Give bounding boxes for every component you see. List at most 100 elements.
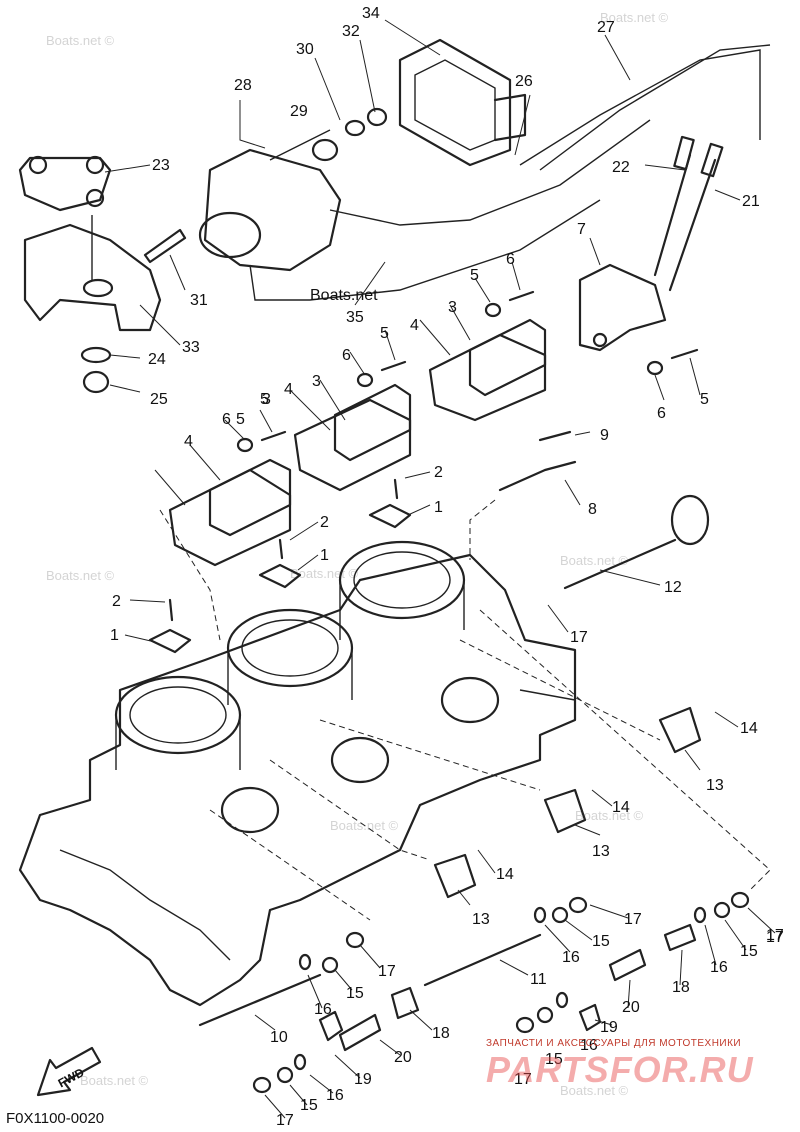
- callout-number: 2: [112, 593, 121, 610]
- callout-number: 6: [342, 347, 351, 364]
- callout-number: 11: [530, 971, 547, 988]
- callout-number: 3: [262, 391, 271, 408]
- callout-number: 31: [190, 292, 208, 309]
- callout-number: 6: [222, 411, 231, 428]
- callout-number: 20: [622, 999, 640, 1016]
- lower-shafts: [198, 933, 542, 1027]
- callout-number: 3: [312, 373, 321, 390]
- callout-number: 17: [766, 929, 784, 946]
- callout-number: 4: [284, 381, 293, 398]
- cables: [519, 44, 771, 292]
- callout-number: 25: [150, 391, 168, 408]
- callout-number: 6: [657, 405, 666, 422]
- callout-number: 7: [577, 221, 586, 238]
- callout-number: 28: [234, 77, 252, 94]
- callout-number: 15: [346, 985, 364, 1002]
- callout-number: 13: [706, 777, 724, 794]
- callout-number: 14: [612, 799, 630, 816]
- callout-number: 17: [570, 629, 588, 646]
- callout-number: 4: [410, 317, 419, 334]
- callout-number: 12: [664, 579, 682, 596]
- callout-number: 16: [314, 1001, 332, 1018]
- callout-number: 5: [260, 391, 269, 408]
- electrical-box: [398, 38, 527, 167]
- callout-number: 18: [672, 979, 690, 996]
- engine-block: [18, 540, 577, 1007]
- callout-number: 16: [710, 959, 728, 976]
- sensor-and-shaft: [498, 460, 710, 590]
- callout-number: 2: [320, 514, 329, 531]
- callout-number: 13: [472, 911, 490, 928]
- watermark: Boats.net ©: [600, 10, 669, 25]
- watermark: Boats.net ©: [575, 808, 644, 823]
- callout-number: 15: [740, 943, 758, 960]
- callout-number: 18: [432, 1025, 450, 1042]
- callout-number: 9: [600, 427, 609, 444]
- callout-number: 5: [700, 391, 709, 408]
- callout-number: 17: [514, 1071, 532, 1088]
- bracket-assembly: [18, 155, 162, 394]
- lower-washers: [252, 891, 750, 1094]
- callouts: 34 32 30 28 29 27 26 22 21 23 31 33 35 2…: [110, 5, 784, 1129]
- callout-number: 2: [434, 464, 443, 481]
- callout-number: 5: [470, 267, 479, 284]
- callout-number: 30: [296, 41, 314, 58]
- callout-number: 17: [276, 1112, 294, 1129]
- callout-number: 13: [592, 843, 610, 860]
- callout-number: 16: [580, 1037, 598, 1054]
- callout-number: 17: [378, 963, 396, 980]
- callout-number: 26: [515, 73, 533, 90]
- callout-number: 10: [270, 1029, 288, 1046]
- callout-number: 34: [362, 5, 380, 22]
- exhaust-plates: [168, 318, 547, 567]
- callout-number: 14: [740, 720, 758, 737]
- callout-number: 15: [300, 1097, 318, 1114]
- watermark: Boats.net ©: [560, 1083, 629, 1098]
- ignition-coil-assembly: [198, 119, 651, 301]
- callout-number: 8: [588, 501, 597, 518]
- watermark: Boats.net ©: [46, 33, 115, 48]
- small-bushings: [143, 107, 388, 264]
- watermark: Boats.net ©: [46, 568, 115, 583]
- callout-number: 3: [448, 299, 457, 316]
- callout-number: 19: [354, 1071, 372, 1088]
- inline-boats-label: Boats.net: [310, 287, 378, 304]
- dashed-leaders: [159, 499, 771, 921]
- callout-number: 19: [600, 1019, 618, 1036]
- callout-number: 15: [545, 1051, 563, 1068]
- callout-number: 1: [320, 547, 329, 564]
- fasteners-top: [236, 290, 699, 453]
- callout-number: 33: [182, 339, 200, 356]
- watermark: Boats.net ©: [80, 1073, 149, 1088]
- callout-leaders: [104, 19, 776, 1119]
- callout-number: 15: [592, 933, 610, 950]
- callout-number: 1: [434, 499, 443, 516]
- valves: [433, 706, 702, 899]
- drawing-code: F0X1100-0020: [6, 1110, 105, 1127]
- callout-number: 6: [506, 251, 515, 268]
- brand-logo: PARTSFOR.RU: [486, 1049, 754, 1090]
- callout-number: 4: [184, 433, 193, 450]
- callout-number: 17: [624, 911, 642, 928]
- callout-number: 1: [110, 627, 119, 644]
- watermark: Boats.net ©: [560, 553, 629, 568]
- callout-number: 17: [766, 927, 784, 944]
- callout-number: 32: [342, 23, 360, 40]
- callout-number: 16: [326, 1087, 344, 1104]
- callout-number: 14: [496, 866, 514, 883]
- callout-number: 27: [597, 19, 615, 36]
- callout-number: 23: [152, 157, 170, 174]
- callout-number: 16: [562, 949, 580, 966]
- callout-number: 5: [236, 411, 245, 428]
- callout-number: 21: [742, 193, 760, 210]
- callout-number: 22: [612, 159, 630, 176]
- cable-bracket: [578, 263, 667, 352]
- clamps: [148, 478, 412, 654]
- callout-number: 35: [346, 309, 364, 326]
- callout-number: 5: [380, 325, 389, 342]
- callout-number: 20: [394, 1049, 412, 1066]
- brand-tagline: ЗАПЧАСТИ И АКСЕССУАРЫ ДЛЯ МОТОТЕХНИКИ: [486, 1038, 742, 1049]
- brand-watermark: ЗАПЧАСТИ И АКСЕССУАРЫ ДЛЯ МОТОТЕХНИКИ PA…: [486, 1038, 786, 1091]
- callout-number: 24: [148, 351, 166, 368]
